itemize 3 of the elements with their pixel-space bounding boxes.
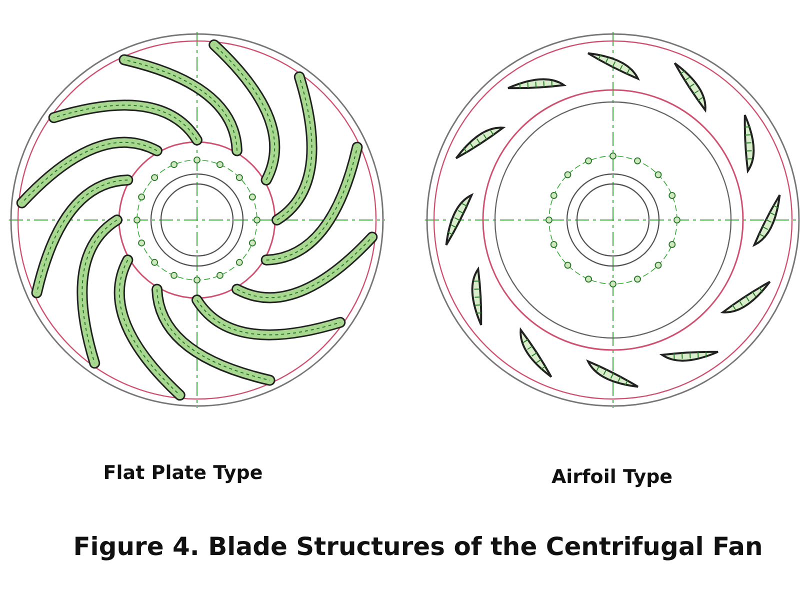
figure-caption: Figure 4. Blade Structures of the Centrifugal Fan: [73, 532, 763, 561]
impeller-type-label: Airfoil Type: [551, 466, 673, 488]
impeller-type-label: Flat Plate Type: [103, 462, 263, 484]
